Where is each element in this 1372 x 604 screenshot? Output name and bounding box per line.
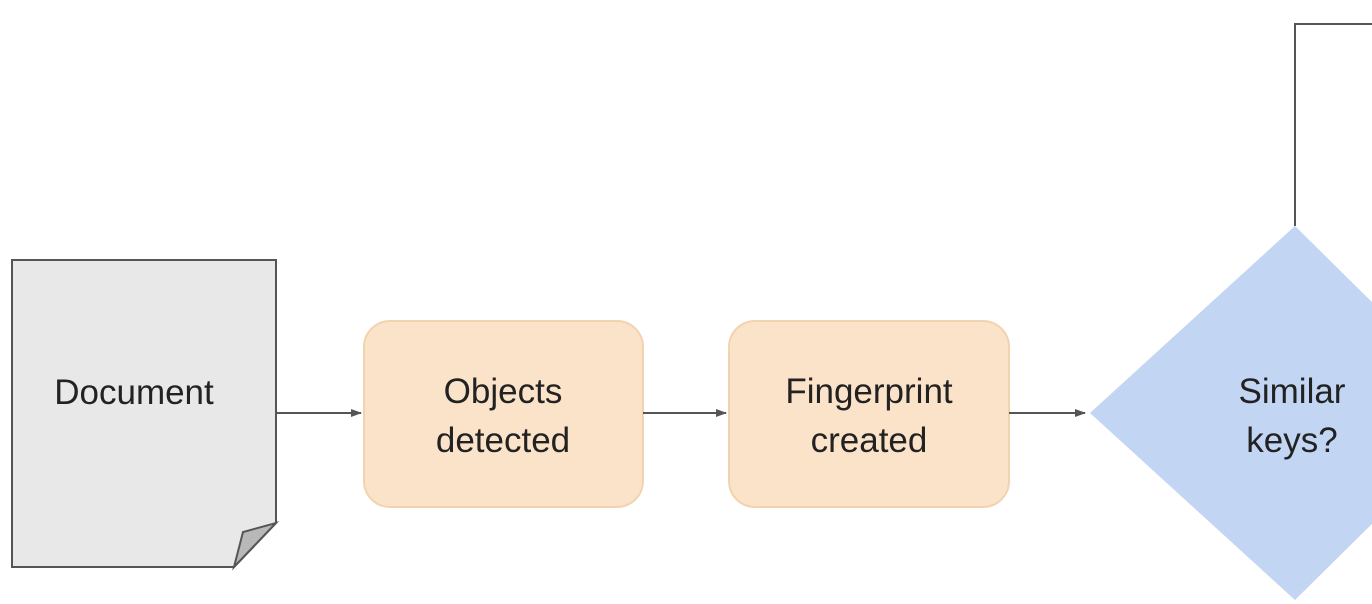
objects-detected-label-line1: Objects — [444, 372, 563, 411]
similar-keys-label-line1: Similar — [1239, 372, 1346, 411]
document-node: Document — [11, 259, 280, 571]
document-fold — [232, 521, 280, 571]
objects-detected-label-line2: detected — [436, 421, 570, 460]
document-shape — [11, 259, 277, 568]
edge-decision-upward — [1294, 23, 1372, 226]
objects-detected-box — [363, 320, 644, 508]
similar-keys-node: Similar keys? — [1090, 226, 1372, 600]
fingerprint-created-box — [728, 320, 1010, 508]
objects-detected-node: Objects detected — [363, 320, 644, 508]
fingerprint-created-label-line1: Fingerprint — [785, 372, 953, 411]
similar-keys-label-line2: keys? — [1246, 421, 1337, 460]
fingerprint-created-label-line2: created — [811, 421, 928, 460]
fingerprint-created-node: Fingerprint created — [728, 320, 1010, 508]
document-label: Document — [54, 373, 214, 412]
similar-keys-diamond — [1090, 226, 1372, 600]
